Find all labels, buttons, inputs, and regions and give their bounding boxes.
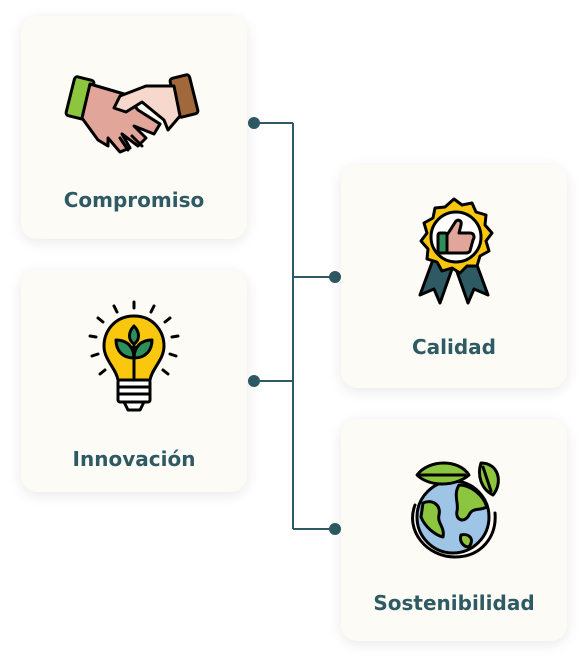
card-label: Sostenibilidad [373, 591, 535, 615]
earth-leaves-icon [411, 461, 500, 559]
card-calidad: Calidad [341, 165, 567, 388]
card-label: Calidad [411, 335, 496, 359]
card-sostenibilidad: Sostenibilidad [341, 419, 567, 641]
card-label: Innovación [72, 447, 196, 471]
connector-dot [329, 523, 341, 535]
connector-dot [248, 375, 260, 387]
quality-badge-thumbs-up-icon [418, 197, 494, 305]
card-innovacion: Innovación [21, 270, 247, 492]
card-compromiso: Compromiso [21, 16, 247, 239]
connector-dot [248, 117, 260, 129]
handshake-icon [64, 73, 200, 154]
card-label: Compromiso [63, 188, 205, 212]
connector-dot [329, 271, 341, 283]
lightbulb-plant-icon [88, 300, 180, 412]
